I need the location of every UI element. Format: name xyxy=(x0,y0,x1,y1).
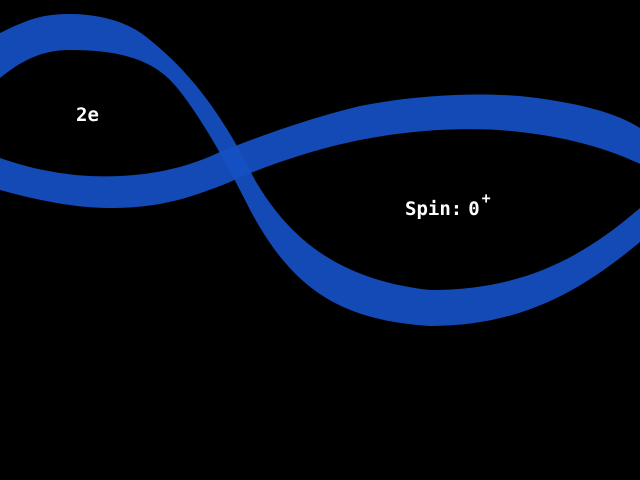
wave-ribbon-b xyxy=(0,94,640,208)
spin-label: Spin: xyxy=(405,198,463,220)
charge-label: 2e xyxy=(76,104,99,126)
spin-value: 0 xyxy=(468,198,480,220)
spin-parity: + xyxy=(481,189,491,207)
wave-ribbon-a xyxy=(0,14,640,326)
spin-readout: Spin:0+ xyxy=(405,191,491,220)
